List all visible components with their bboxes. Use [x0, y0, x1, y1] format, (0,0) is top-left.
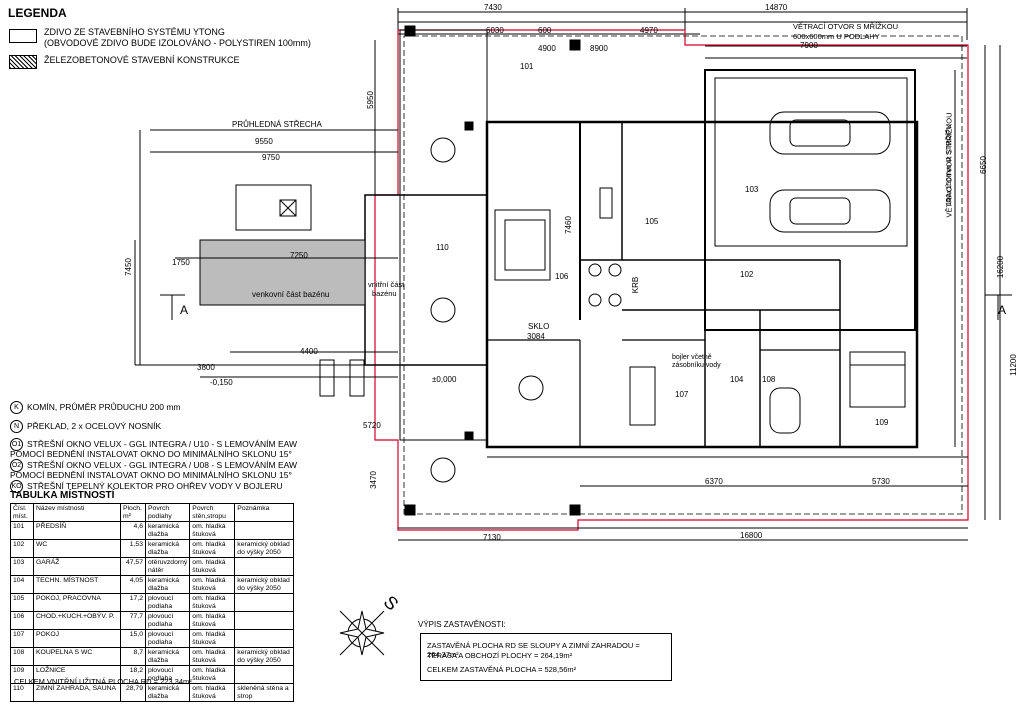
- label-indoor-pool-1: vnitřní část: [368, 280, 405, 289]
- label-glass: SKLO: [528, 322, 550, 331]
- summary-line: TERASA A OBCHOZÍ PLOCHY = 264,19m²: [427, 651, 573, 660]
- dim-4400: 4400: [300, 347, 318, 356]
- section-a-right: A: [998, 303, 1007, 317]
- dim-5950: 5950: [365, 91, 375, 109]
- label-boiler-1: bojler včetně: [672, 354, 712, 361]
- dim-9550: 9550: [255, 137, 273, 146]
- legend-wall-label-1: ZDIVO ZE STAVEBNÍHO SYSTÉMU YTONG: [44, 27, 225, 37]
- dim-7450: 7450: [123, 258, 133, 276]
- window-o1-symbol: O1: [10, 438, 23, 451]
- room-number: 109: [875, 418, 889, 427]
- room-table-title: TABULKA MÍSTNOSTÍ: [10, 490, 115, 501]
- dim-7430: 7430: [484, 3, 502, 12]
- label-vent-1: VĚTRACÍ OTVOR S MŘÍŽKOU: [793, 22, 899, 31]
- dim-3470: 3470: [368, 471, 378, 489]
- dim-1750: 1750: [172, 258, 190, 267]
- label-transparent-roof: PRŮHLEDNÁ STŘECHA: [232, 120, 322, 129]
- note-row: POMOCÍ BEDNĚNÍ INSTALOVAT OKNO DO MINIMÁ…: [10, 470, 292, 480]
- room-number: 105: [645, 217, 659, 226]
- room-number: 102: [740, 270, 754, 279]
- legend-title: LEGENDA: [8, 6, 67, 20]
- dim-16200: 16200: [996, 255, 1006, 279]
- dim-7130: 7130: [483, 533, 501, 542]
- room-table-total: CELKEM VNITŘNÍ UŽITNÁ PLOCHA RD = 223,34…: [14, 677, 192, 686]
- legend-concrete-swatch: [9, 55, 37, 69]
- summary-title: VÝPIS ZASTAVĚNOSTI:: [418, 620, 506, 629]
- summary-box: ZASTAVĚNÁ PLOCHA RD SE SLOUPY A ZIMNÍ ZA…: [420, 633, 672, 681]
- room-number: 107: [675, 390, 689, 399]
- room-number: 108: [762, 375, 776, 384]
- dim-600: 600: [538, 26, 552, 35]
- legend-wall-label-2: (OBVODOVÉ ZDIVO BUDE IZOLOVÁNO - POLYSTI…: [44, 38, 311, 48]
- chimney-symbol: K: [10, 401, 23, 414]
- legend-wall-swatch: [9, 29, 37, 43]
- collector-symbol: KO: [10, 480, 23, 493]
- dim-4970: 4970: [640, 26, 658, 35]
- room-number: 106: [555, 272, 569, 281]
- room-number: 110: [436, 243, 449, 252]
- lintel-symbol: N: [10, 420, 23, 433]
- dim-8900: 8900: [590, 44, 608, 53]
- room-table: Čísl. míst. Název místnosti Ploch. m² Po…: [10, 503, 295, 702]
- label-outdoor-pool: venkovní část bazénu: [252, 290, 330, 299]
- dim-6370: 6370: [705, 477, 723, 486]
- label-fireplace: KRB: [631, 276, 641, 294]
- dim-5720: 5720: [363, 421, 381, 430]
- dim-7460: 7460: [563, 216, 573, 234]
- dim-6030: 6030: [486, 26, 504, 35]
- summary-line: ZASTAVĚNÁ PLOCHA RD SE SLOUPY A ZIMNÍ ZA…: [427, 641, 640, 659]
- label-boiler-2: zásobníku vody: [672, 362, 721, 369]
- label-vent-v2: 150x150mm U STROPU: [944, 123, 954, 207]
- label-indoor-pool-2: bazénu: [372, 289, 397, 298]
- dim-7900: 7900: [800, 41, 818, 50]
- dim-14870: 14870: [765, 3, 788, 12]
- room-number: 101: [520, 62, 534, 71]
- dim-9750: 9750: [262, 153, 280, 162]
- dim-5730: 5730: [872, 477, 890, 486]
- note-row: POMOCÍ BEDNĚNÍ INSTALOVAT OKNO DO MINIMÁ…: [10, 449, 292, 459]
- summary-line: CELKEM ZASTAVĚNÁ PLOCHA = 528,56m²: [427, 665, 577, 674]
- label-level-zero: ±0,000: [432, 375, 457, 384]
- dim-16800: 16800: [740, 531, 763, 540]
- dim-6650: 6650: [978, 156, 988, 174]
- window-o2-symbol: O2: [10, 459, 23, 472]
- dim-4900: 4900: [538, 44, 556, 53]
- label-glass-dim: 3084: [527, 332, 545, 341]
- dim-7250: 7250: [290, 251, 308, 260]
- label-level-minus: -0,150: [210, 378, 233, 387]
- dim-11200: 11200: [1008, 354, 1018, 376]
- section-a-left: A: [180, 303, 189, 317]
- dim-3800: 3800: [197, 363, 215, 372]
- room-number: 103: [745, 185, 759, 194]
- label-vent-2: 600x600mm U PODLAHY: [793, 32, 880, 41]
- legend-concrete-label: ŽELEZOBETONOVÉ STAVEBNÍ KONSTRUKCE: [44, 55, 240, 65]
- room-number: 104: [730, 375, 744, 384]
- table-header-row: Čísl. míst. Název místnosti Ploch. m² Po…: [10, 503, 295, 522]
